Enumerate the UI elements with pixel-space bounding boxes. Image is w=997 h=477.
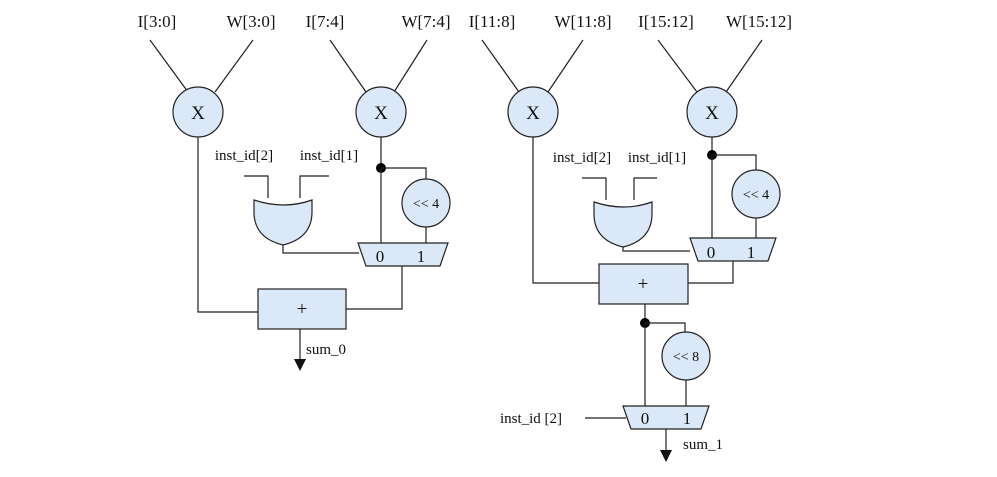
shift-right-4-label: << 4: [743, 188, 769, 203]
wire-or-right-to-mux: [622, 247, 690, 252]
multiplier-3-symbol: X: [705, 103, 719, 124]
select-label-right-b: inst_id[1]: [628, 150, 686, 166]
wire-i2: [481, 39, 520, 93]
wire-mult1-to-shift: [381, 167, 427, 180]
wire-w0: [214, 39, 254, 93]
wire-mult3-to-shift: [712, 154, 757, 171]
input-label-i3: I[15:12]: [638, 12, 694, 31]
wire-mux-right-to-adder1: [688, 261, 734, 284]
wire-w3: [725, 39, 763, 93]
wire-or-to-mux0: [282, 245, 359, 254]
input-label-w2: W[11:8]: [555, 12, 612, 31]
wire-mult2-to-adder1: [532, 137, 599, 284]
mux-right: [689, 237, 777, 262]
select-label-left-b: inst_id[1]: [300, 148, 358, 164]
adder-right-symbol: +: [638, 274, 649, 295]
wire-w2: [547, 39, 584, 93]
adder-left-symbol: +: [297, 299, 308, 320]
mux-final: [622, 405, 710, 430]
wire-i3: [657, 39, 698, 93]
wire-i1: [329, 39, 367, 93]
mux-final-input-0: 0: [641, 409, 650, 428]
shift-left-4-label: << 4: [413, 197, 439, 212]
input-label-i0: I[3:0]: [138, 12, 177, 31]
wire-sel-right-a: [582, 177, 607, 200]
input-label-w0: W[3:0]: [226, 12, 275, 31]
wire-mult0-to-adder0: [197, 137, 258, 313]
mux-right-input-1: 1: [747, 243, 756, 262]
select-label-left-a: inst_id[2]: [215, 148, 273, 164]
or-gate-right: [593, 201, 653, 248]
wire-sel-left-b: [299, 175, 329, 198]
multiplier-2-symbol: X: [526, 103, 540, 124]
input-label-i2: I[11:8]: [469, 12, 516, 31]
wire-sel-left-a: [244, 175, 269, 198]
wire-w1: [393, 39, 428, 93]
select-label-right-a: inst_id[2]: [553, 150, 611, 166]
output-label-sum1: sum_1: [683, 437, 723, 453]
wire-adder1-to-shift8: [645, 322, 686, 333]
wire-mux0-to-adder0: [346, 266, 403, 310]
output-label-sum0: sum_0: [306, 342, 346, 358]
mux-left-input-1: 1: [417, 247, 426, 266]
mux-right-input-0: 0: [707, 243, 716, 262]
adder-right: [598, 263, 689, 305]
adder-left: [257, 288, 347, 330]
mux-left: [357, 242, 449, 267]
mux-final-input-1: 1: [683, 409, 692, 428]
shift-8-label: << 8: [673, 350, 699, 365]
mux-left-input-0: 0: [376, 247, 385, 266]
select-label-final: inst_id [2]: [500, 411, 562, 427]
or-gate-left: [253, 199, 313, 246]
multiplier-1-symbol: X: [374, 103, 388, 124]
wire-sel-right-b: [633, 177, 657, 200]
input-label-w1: W[7:4]: [401, 12, 450, 31]
wire-i0: [149, 39, 189, 93]
input-label-w3: W[15:12]: [726, 12, 792, 31]
input-label-i1: I[7:4]: [306, 12, 345, 31]
multiplier-0-symbol: X: [191, 103, 205, 124]
